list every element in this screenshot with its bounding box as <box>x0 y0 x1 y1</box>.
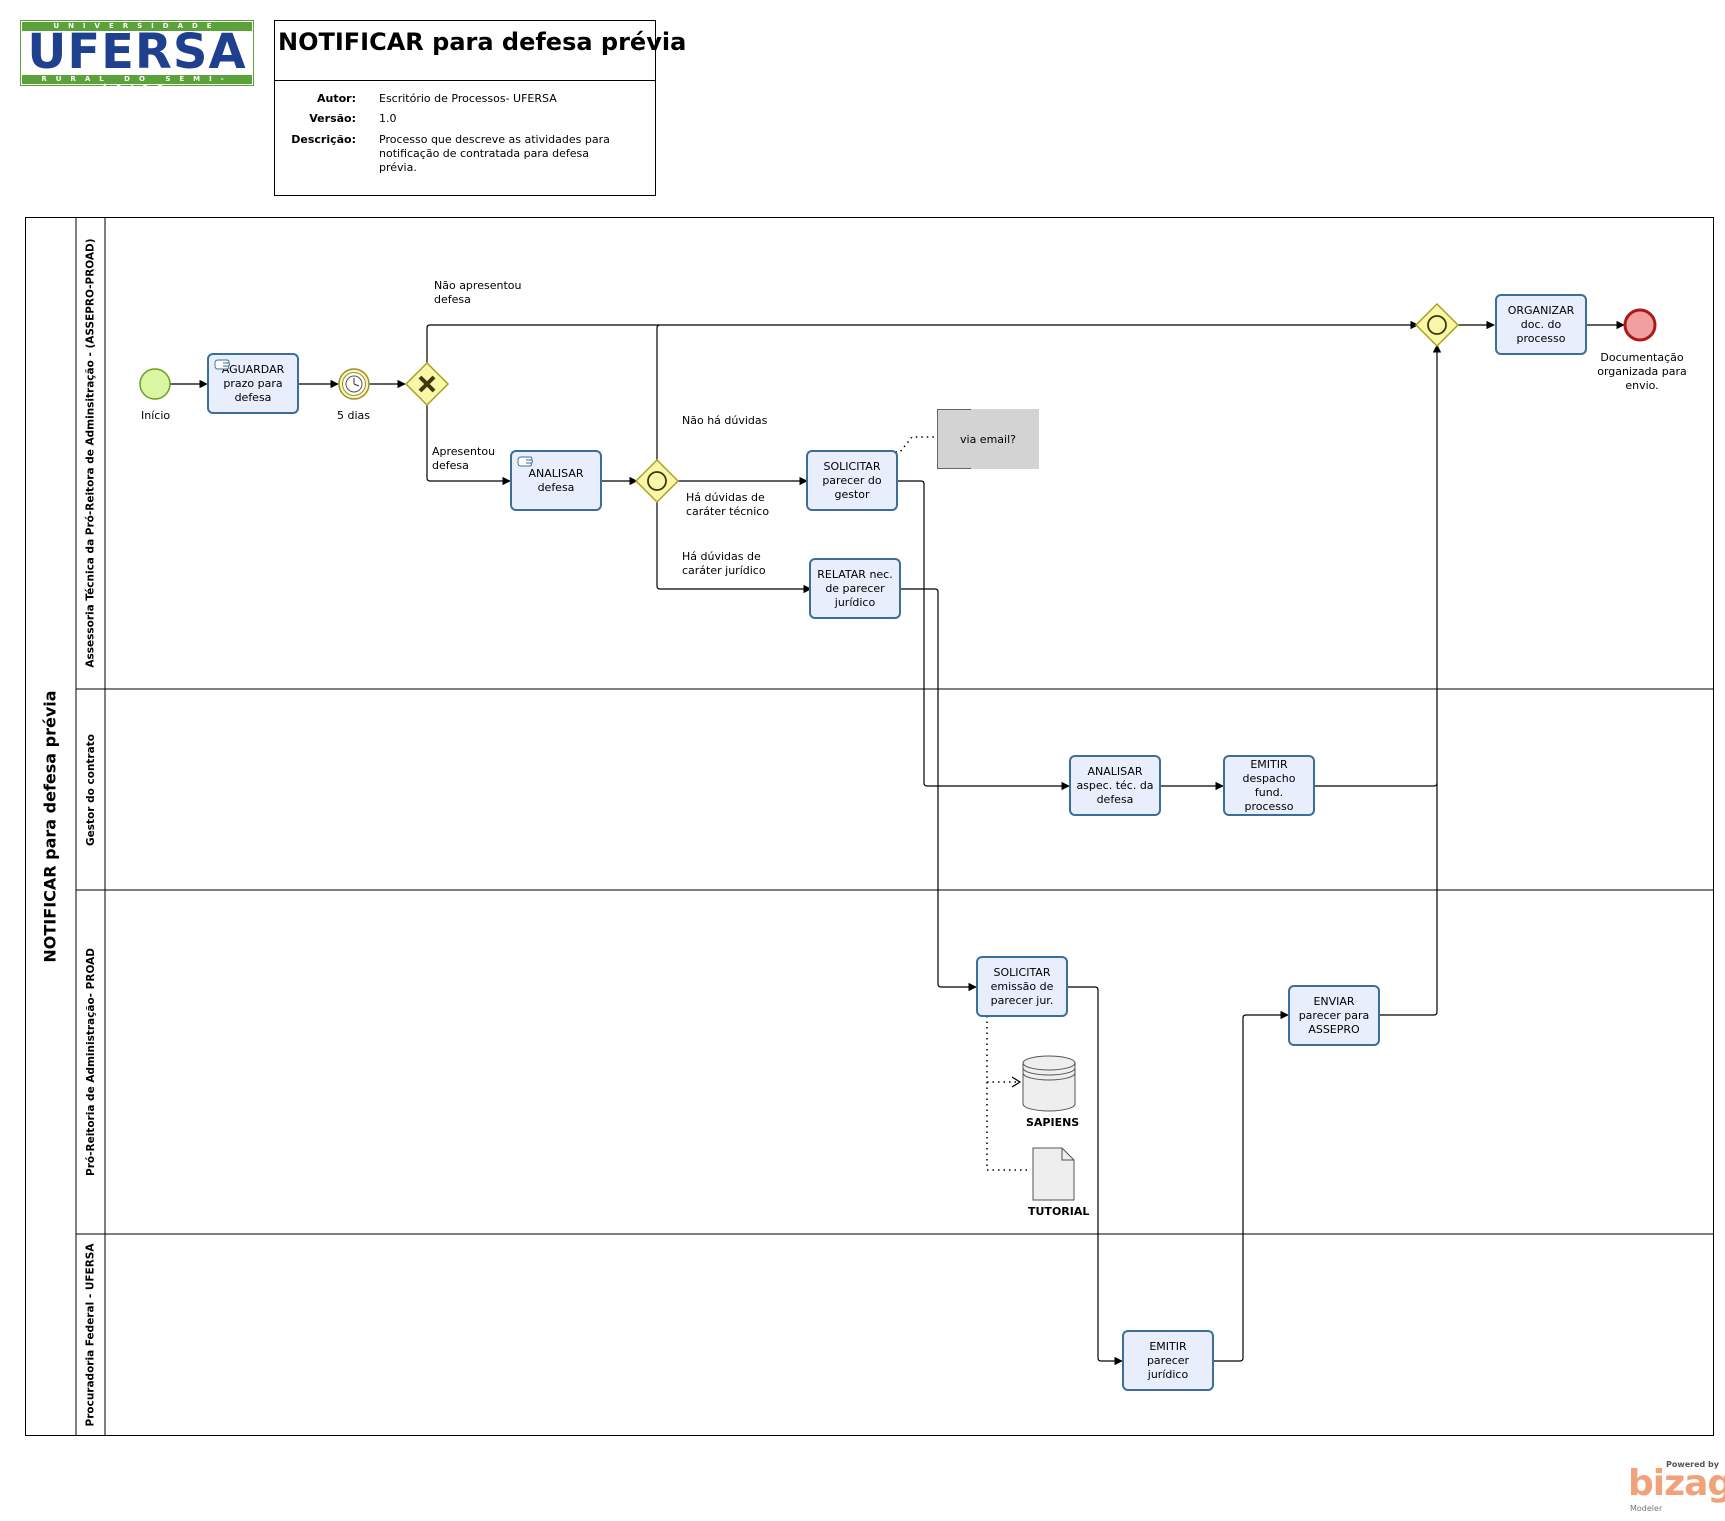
task-analisar-aspec[interactable]: ANALISAR aspec. téc. da defesa <box>1069 755 1161 816</box>
flow-solicitar-emitir-parecer <box>1068 986 1123 1366</box>
author-value: Escritório de Processos- UFERSA <box>379 92 557 105</box>
lane-gestor: Gestor do contrato <box>76 689 105 890</box>
document-label: TUTORIAL <box>1028 1205 1090 1218</box>
document-icon[interactable] <box>1032 1147 1075 1201</box>
inclusive-gateway-merge[interactable] <box>1414 302 1460 348</box>
lane-assepro: Assessoria Técnica da Pró-Reitora de Adm… <box>76 217 105 689</box>
version-value: 1.0 <box>379 112 397 125</box>
association-sapiens <box>986 1016 1020 1083</box>
task-analisar-defesa[interactable]: ANALISAR defesa <box>510 450 602 511</box>
flow-solicitar-analisar <box>898 480 1070 791</box>
task-relatar-label: RELATAR nec. de parecer jurídico <box>817 567 893 609</box>
task-emitir-parecer-label: EMITIR parecer jurídico <box>1146 1339 1190 1381</box>
task-aguardar-prazo[interactable]: AGUARDAR prazo para defesa <box>207 353 299 414</box>
task-organizar-doc[interactable]: ORGANIZAR doc. do processo <box>1495 294 1587 355</box>
flow-duvidas-juridico <box>656 502 812 594</box>
ufersa-logo-graphic <box>20 20 254 86</box>
database-label: SAPIENS <box>1026 1116 1080 1129</box>
task-analisar-defesa-label: ANALISAR defesa <box>528 466 584 494</box>
task-relatar-parecer-juridico[interactable]: RELATAR nec. de parecer jurídico <box>809 558 901 619</box>
header-divider <box>274 80 656 81</box>
bizagi-logo: bizagi <box>1628 1463 1725 1504</box>
task-solicitar-emissao-parecer[interactable]: SOLICITAR emissão de parecer jur. <box>976 956 1068 1017</box>
ufersa-logo: UNIVERSIDADE FEDERAL UFERSA RURAL DO SEM… <box>20 20 254 92</box>
flow-nao-apresentou <box>426 320 1419 363</box>
end-event[interactable] <box>1623 308 1657 342</box>
task-enviar-parecer-label: ENVIAR parecer para ASSEPRO <box>1298 994 1370 1036</box>
association-sapiens-arrowhead <box>1011 1076 1022 1088</box>
text-annotation[interactable]: via email? <box>937 409 1039 469</box>
timer-event-label: 5 dias <box>337 409 371 422</box>
flow-enviar-merge <box>1380 344 1442 1016</box>
task-emitir-despacho[interactable]: EMITIR despacho fund. processo <box>1223 755 1315 816</box>
lane-label-proad: Pró-Reitoria de Administração- PROAD <box>84 948 97 1176</box>
lane-label-procuradoria: Procuradoria Federal - UFERSA <box>84 1243 97 1427</box>
manual-task-icon <box>214 359 230 370</box>
association-tutorial <box>986 1082 1030 1171</box>
logo-bottom-text: RURAL DO SEMI-ÁRIDO <box>41 75 233 92</box>
task-solicitar-parecer-gestor[interactable]: SOLICITAR parecer do gestor <box>806 450 898 511</box>
task-aguardar-label: AGUARDAR prazo para defesa <box>221 362 285 404</box>
powered-by-label: Powered by <box>1666 1460 1719 1469</box>
process-title: NOTIFICAR para defesa prévia <box>278 28 687 56</box>
version-label: Versão: <box>309 112 356 125</box>
flow-label-nao-apresentou: Não apresentou defesa <box>434 279 522 306</box>
logo-main-text: UFERSA <box>27 24 247 80</box>
text-annotation-label: via email? <box>960 432 1016 446</box>
flow-emitir-merge <box>1315 782 1438 787</box>
description-value: Processo que descreve as atividades para… <box>379 133 610 174</box>
manual-task-icon <box>517 456 533 467</box>
end-event-label: Documentação organizada para envio. <box>1597 351 1687 392</box>
flow-label-apresentou: Apresentou defesa <box>432 445 496 472</box>
timer-event[interactable] <box>338 368 370 400</box>
task-emitir-despacho-label: EMITIR despacho fund. processo <box>1242 757 1296 813</box>
lane-label-gestor: Gestor do contrato <box>84 733 97 846</box>
exclusive-gateway[interactable] <box>404 361 450 407</box>
flow-emitir-enviar <box>1214 1010 1289 1362</box>
inclusive-gateway-split[interactable] <box>634 458 680 504</box>
process-header-box <box>274 20 656 196</box>
logo-top-text: UNIVERSIDADE FEDERAL <box>53 22 221 39</box>
description-label: Descrição: <box>291 133 356 146</box>
task-solicitar-gestor-label: SOLICITAR parecer do gestor <box>822 459 882 501</box>
flow-nao-ha-duvidas <box>656 324 661 460</box>
lane-label-assepro: Assessoria Técnica da Pró-Reitora de Adm… <box>84 238 97 668</box>
author-label: Autor: <box>317 92 356 105</box>
flow-label-nao-ha-duvidas: Não há dúvidas <box>682 414 768 427</box>
task-emitir-parecer-juridico[interactable]: EMITIR parecer jurídico <box>1122 1330 1214 1391</box>
start-event[interactable] <box>139 368 171 400</box>
process-pool <box>25 217 1714 1436</box>
task-organizar-label: ORGANIZAR doc. do processo <box>1507 303 1575 345</box>
task-solicitar-emissao-label: SOLICITAR emissão de parecer jur. <box>990 965 1054 1007</box>
flow-label-duvidas-juridico: Há dúvidas de caráter jurídico <box>682 550 766 577</box>
start-event-label: Início <box>141 409 171 422</box>
bizagi-modeler-label: Modeler <box>1630 1504 1663 1513</box>
flow-label-duvidas-tecnico: Há dúvidas de caráter técnico <box>686 491 770 518</box>
task-enviar-parecer[interactable]: ENVIAR parecer para ASSEPRO <box>1288 985 1380 1046</box>
task-analisar-aspec-label: ANALISAR aspec. téc. da defesa <box>1076 764 1154 806</box>
lane-procuradoria: Procuradoria Federal - UFERSA <box>76 1234 105 1436</box>
flow-relatar-solicitar <box>901 588 977 992</box>
text-annotation-bracket <box>937 409 971 469</box>
lane-proad: Pró-Reitoria de Administração- PROAD <box>76 890 105 1234</box>
database-icon[interactable] <box>1022 1055 1076 1112</box>
flow-apresentou <box>426 405 511 486</box>
